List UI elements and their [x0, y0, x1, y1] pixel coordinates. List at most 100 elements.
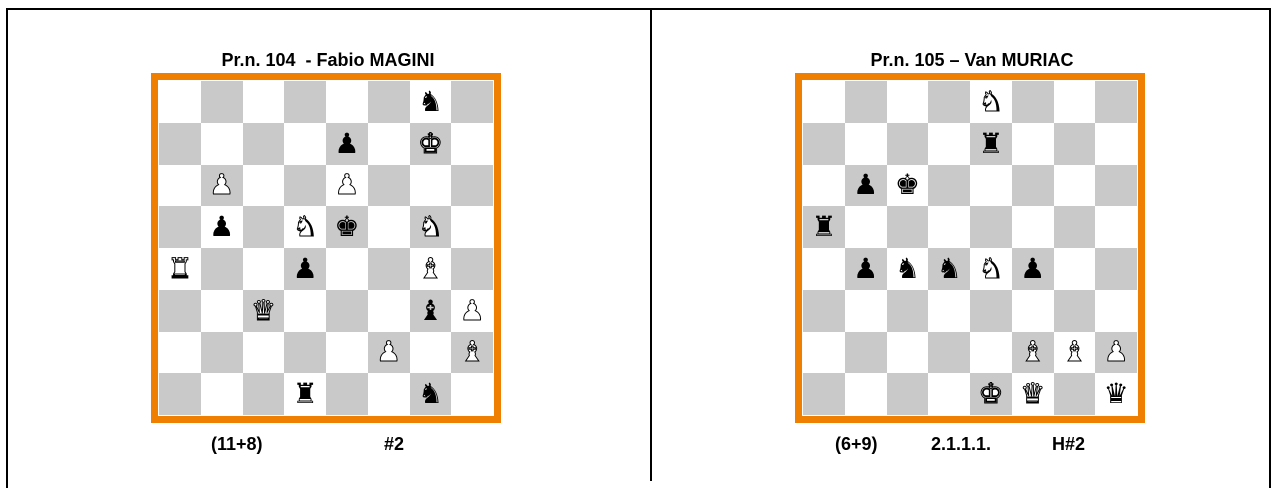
board-square: [1095, 165, 1137, 207]
board-square: ♞: [410, 373, 452, 415]
board-square: [451, 165, 493, 207]
black-knight-icon: ♞: [937, 255, 962, 283]
board-square: [803, 332, 845, 374]
black-knight-icon: ♞: [418, 380, 443, 408]
board-square: [201, 81, 243, 123]
board-square: ♞: [928, 248, 970, 290]
problem-105-panel: Pr.n. 105 – Van MURIAC ♞♜♟♚♜♟♞♞♞♟♝♝♟♚♛♛ …: [652, 0, 1284, 481]
board-square: ♞: [887, 248, 929, 290]
black-queen-icon: ♛: [1104, 380, 1129, 408]
board-square: [928, 206, 970, 248]
board-square: ♝: [451, 332, 493, 374]
board-square: [159, 332, 201, 374]
board-square: [1095, 206, 1137, 248]
board-square: [326, 81, 368, 123]
black-pawn-icon: ♟: [853, 255, 878, 283]
board-square: [1012, 165, 1054, 207]
board-square: [845, 373, 887, 415]
black-pawn-icon: ♟: [334, 130, 359, 158]
board-square: [159, 206, 201, 248]
black-knight-icon: ♞: [895, 255, 920, 283]
stipulation: #2: [384, 434, 404, 455]
board-square: [928, 165, 970, 207]
board-square: [284, 165, 326, 207]
board-square: [845, 332, 887, 374]
white-pawn-icon: ♟: [209, 171, 234, 199]
board-square: [887, 332, 929, 374]
white-bishop-icon: ♝: [1062, 338, 1087, 366]
board-square: [451, 123, 493, 165]
board-square: ♟: [326, 165, 368, 207]
board-square: ♚: [970, 373, 1012, 415]
chess-board: ♞♟♚♟♟♟♞♚♞♜♟♝♛♝♟♟♝♜♞: [159, 81, 493, 415]
board-square: [1054, 248, 1096, 290]
pieces-count: (6+9): [835, 434, 878, 455]
board-square: ♝: [410, 290, 452, 332]
board-square: [326, 373, 368, 415]
white-pawn-icon: ♟: [1104, 338, 1129, 366]
board-frame: ♞♟♚♟♟♟♞♚♞♜♟♝♛♝♟♟♝♜♞: [151, 73, 501, 423]
white-pawn-icon: ♟: [334, 171, 359, 199]
black-rook-icon: ♜: [811, 213, 836, 241]
board-square: [1012, 206, 1054, 248]
board-square: [326, 248, 368, 290]
board-square: [243, 248, 285, 290]
board-square: ♜: [159, 248, 201, 290]
board-square: [284, 123, 326, 165]
board-square: [803, 290, 845, 332]
white-knight-icon: ♞: [293, 213, 318, 241]
board-square: [970, 165, 1012, 207]
white-knight-icon: ♞: [978, 88, 1003, 116]
board-square: [1012, 81, 1054, 123]
board-square: [845, 81, 887, 123]
problem-title: Pr.n. 104 - Fabio MAGINI: [8, 50, 648, 71]
board-square: [451, 248, 493, 290]
board-square: [243, 373, 285, 415]
board-square: [887, 81, 929, 123]
white-rook-icon: ♜: [167, 255, 192, 283]
board-square: [410, 332, 452, 374]
board-square: ♝: [1012, 332, 1054, 374]
black-pawn-icon: ♟: [1020, 255, 1045, 283]
black-pawn-icon: ♟: [853, 171, 878, 199]
black-bishop-icon: ♝: [418, 297, 443, 325]
board-square: [803, 81, 845, 123]
black-rook-icon: ♜: [293, 380, 318, 408]
black-pawn-icon: ♟: [293, 255, 318, 283]
black-rook-icon: ♜: [978, 130, 1003, 158]
board-square: ♟: [1012, 248, 1054, 290]
twins-label: 2.1.1.1.: [931, 434, 991, 455]
board-square: ♚: [326, 206, 368, 248]
white-bishop-icon: ♝: [1020, 338, 1045, 366]
board-square: [451, 81, 493, 123]
board-square: ♚: [410, 123, 452, 165]
board-square: [284, 81, 326, 123]
board-frame: ♞♜♟♚♜♟♞♞♞♟♝♝♟♚♛♛: [795, 73, 1145, 423]
board-square: [451, 373, 493, 415]
board-square: [243, 332, 285, 374]
board-square: ♞: [970, 81, 1012, 123]
board-square: [1054, 165, 1096, 207]
board-square: [1012, 123, 1054, 165]
board-square: [368, 373, 410, 415]
board-square: [928, 373, 970, 415]
white-queen-icon: ♛: [251, 297, 276, 325]
board-square: [1054, 290, 1096, 332]
board-square: [284, 332, 326, 374]
board-square: ♟: [326, 123, 368, 165]
board-square: [803, 123, 845, 165]
white-pawn-icon: ♟: [460, 297, 485, 325]
white-king-icon: ♚: [978, 380, 1003, 408]
board-square: ♛: [243, 290, 285, 332]
board-square: ♟: [845, 165, 887, 207]
board-square: [243, 206, 285, 248]
board-square: [243, 165, 285, 207]
board-square: [1095, 248, 1137, 290]
board-square: [368, 123, 410, 165]
pieces-count: (11+8): [211, 434, 263, 455]
board-square: [845, 123, 887, 165]
board-square: [410, 165, 452, 207]
board-square: [326, 290, 368, 332]
board-square: [159, 373, 201, 415]
board-square: [1095, 81, 1137, 123]
